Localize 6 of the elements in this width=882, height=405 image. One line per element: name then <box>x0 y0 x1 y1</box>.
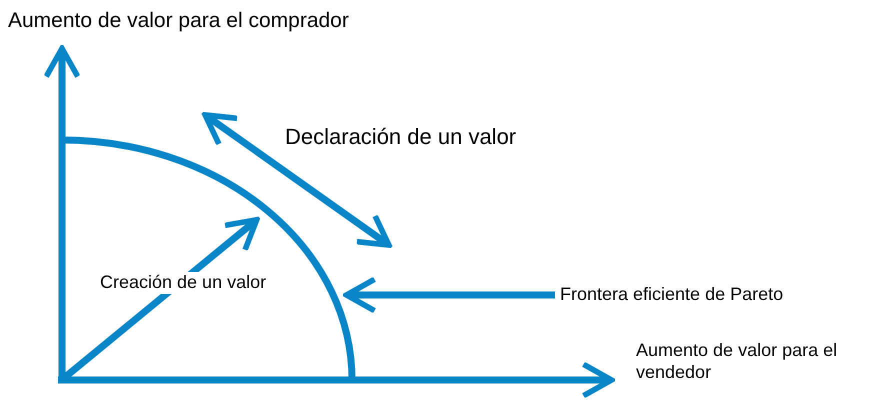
axis-label: Aumento de valor para el vendedor <box>636 340 838 384</box>
arrow-label: Declaración de un valor <box>285 124 516 150</box>
leader-line <box>344 276 555 314</box>
callout-text: Frontera eficiente de Pareto <box>560 284 784 306</box>
axis-label: Aumento de valor para el comprador <box>8 8 349 34</box>
arrow-label: Creación de un valor <box>98 272 268 294</box>
